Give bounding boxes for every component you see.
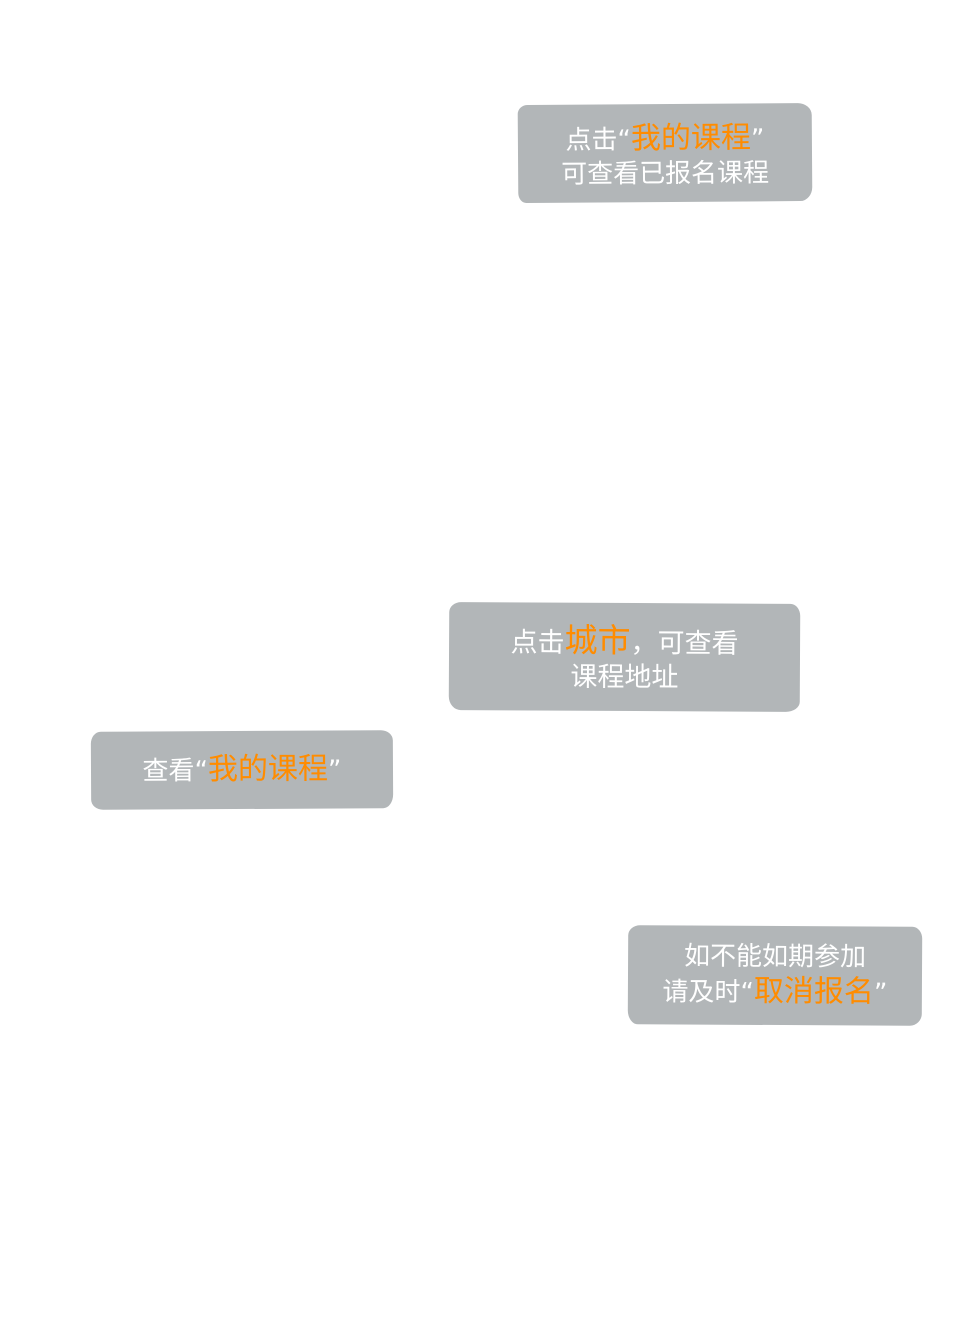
tip-text-suffix: ，可查看 xyxy=(630,627,739,660)
tip-text: 查看 xyxy=(142,756,195,787)
tip-line-2: 请及时“取消报名” xyxy=(662,972,887,1011)
highlight-city: 城市 xyxy=(564,620,631,660)
tip-bubble-cancel-registration: 如不能如期参加 请及时“取消报名” xyxy=(627,925,923,1026)
tip-text: 点击 xyxy=(510,626,565,659)
open-quote: “ xyxy=(617,125,632,156)
tip-bubble-city-address: 点击城市，可查看 课程地址 xyxy=(448,602,801,712)
tip-text: 点击 xyxy=(565,125,618,156)
close-quote: ” xyxy=(750,124,765,155)
close-quote: ” xyxy=(873,978,888,1009)
close-quote: ” xyxy=(327,755,342,786)
open-quote: “ xyxy=(194,756,209,787)
highlight-my-courses: 我的课程 xyxy=(207,751,329,788)
tip-line-1: 查看“我的课程” xyxy=(142,751,341,790)
tip-line-1: 点击城市，可查看 xyxy=(510,619,738,661)
tip-line-1: 点击“我的课程” xyxy=(565,119,764,158)
highlight-cancel-registration: 取消报名 xyxy=(753,973,875,1010)
tip-line-1: 如不能如期参加 xyxy=(684,941,867,972)
tip-line-2: 可查看已报名课程 xyxy=(561,157,770,190)
tip-bubble-my-courses: 点击“我的课程” 可查看已报名课程 xyxy=(517,102,813,204)
highlight-my-courses: 我的课程 xyxy=(630,120,752,157)
tip-bubble-view-my-courses: 查看“我的课程” xyxy=(90,730,394,810)
tip-line-2: 课程地址 xyxy=(570,661,679,694)
open-quote: “ xyxy=(740,977,754,1008)
tip-text: 请及时 xyxy=(662,977,741,1008)
